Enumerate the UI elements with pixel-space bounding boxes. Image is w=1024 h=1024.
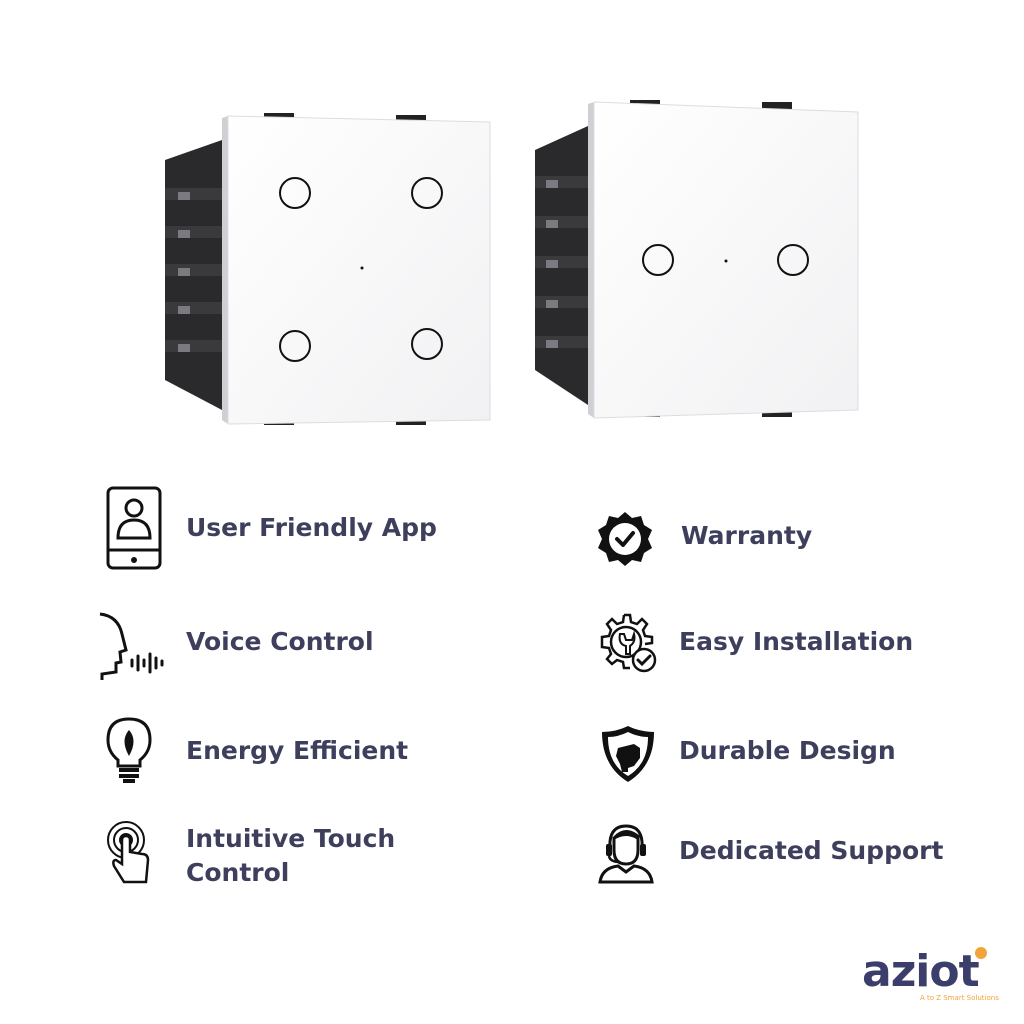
phone-user-icon <box>106 486 162 570</box>
feature-label: Dedicated Support <box>679 836 944 865</box>
product-images <box>165 100 859 425</box>
logo-dot <box>975 947 987 959</box>
feature-label-line2: Control <box>186 858 290 887</box>
feature-label: Durable Design <box>679 736 896 765</box>
badge-check-icon <box>598 512 652 566</box>
switch-4-button <box>165 113 491 425</box>
logo-wordmark: aziot <box>862 946 980 997</box>
logo-tagline: A to Z Smart Solutions <box>920 994 999 1002</box>
headset-agent-icon <box>598 824 654 884</box>
feature-label: Warranty <box>681 521 813 550</box>
feature-label: Voice Control <box>186 627 374 656</box>
switch-2-button <box>535 100 859 419</box>
shield-fist-icon <box>602 726 654 782</box>
touch-icon <box>107 821 150 884</box>
feature-label: Energy Efficient <box>186 736 409 765</box>
feature-label: Easy Installation <box>679 627 914 656</box>
brand-logo: aziot A to Z Smart Solutions <box>858 942 1008 1012</box>
feature-label: User Friendly App <box>186 513 437 542</box>
feature-label-line1: Intuitive Touch <box>186 824 396 853</box>
voice-icon <box>99 612 164 680</box>
gear-wrench-icon <box>600 613 657 673</box>
bulb-leaf-icon <box>106 717 152 783</box>
